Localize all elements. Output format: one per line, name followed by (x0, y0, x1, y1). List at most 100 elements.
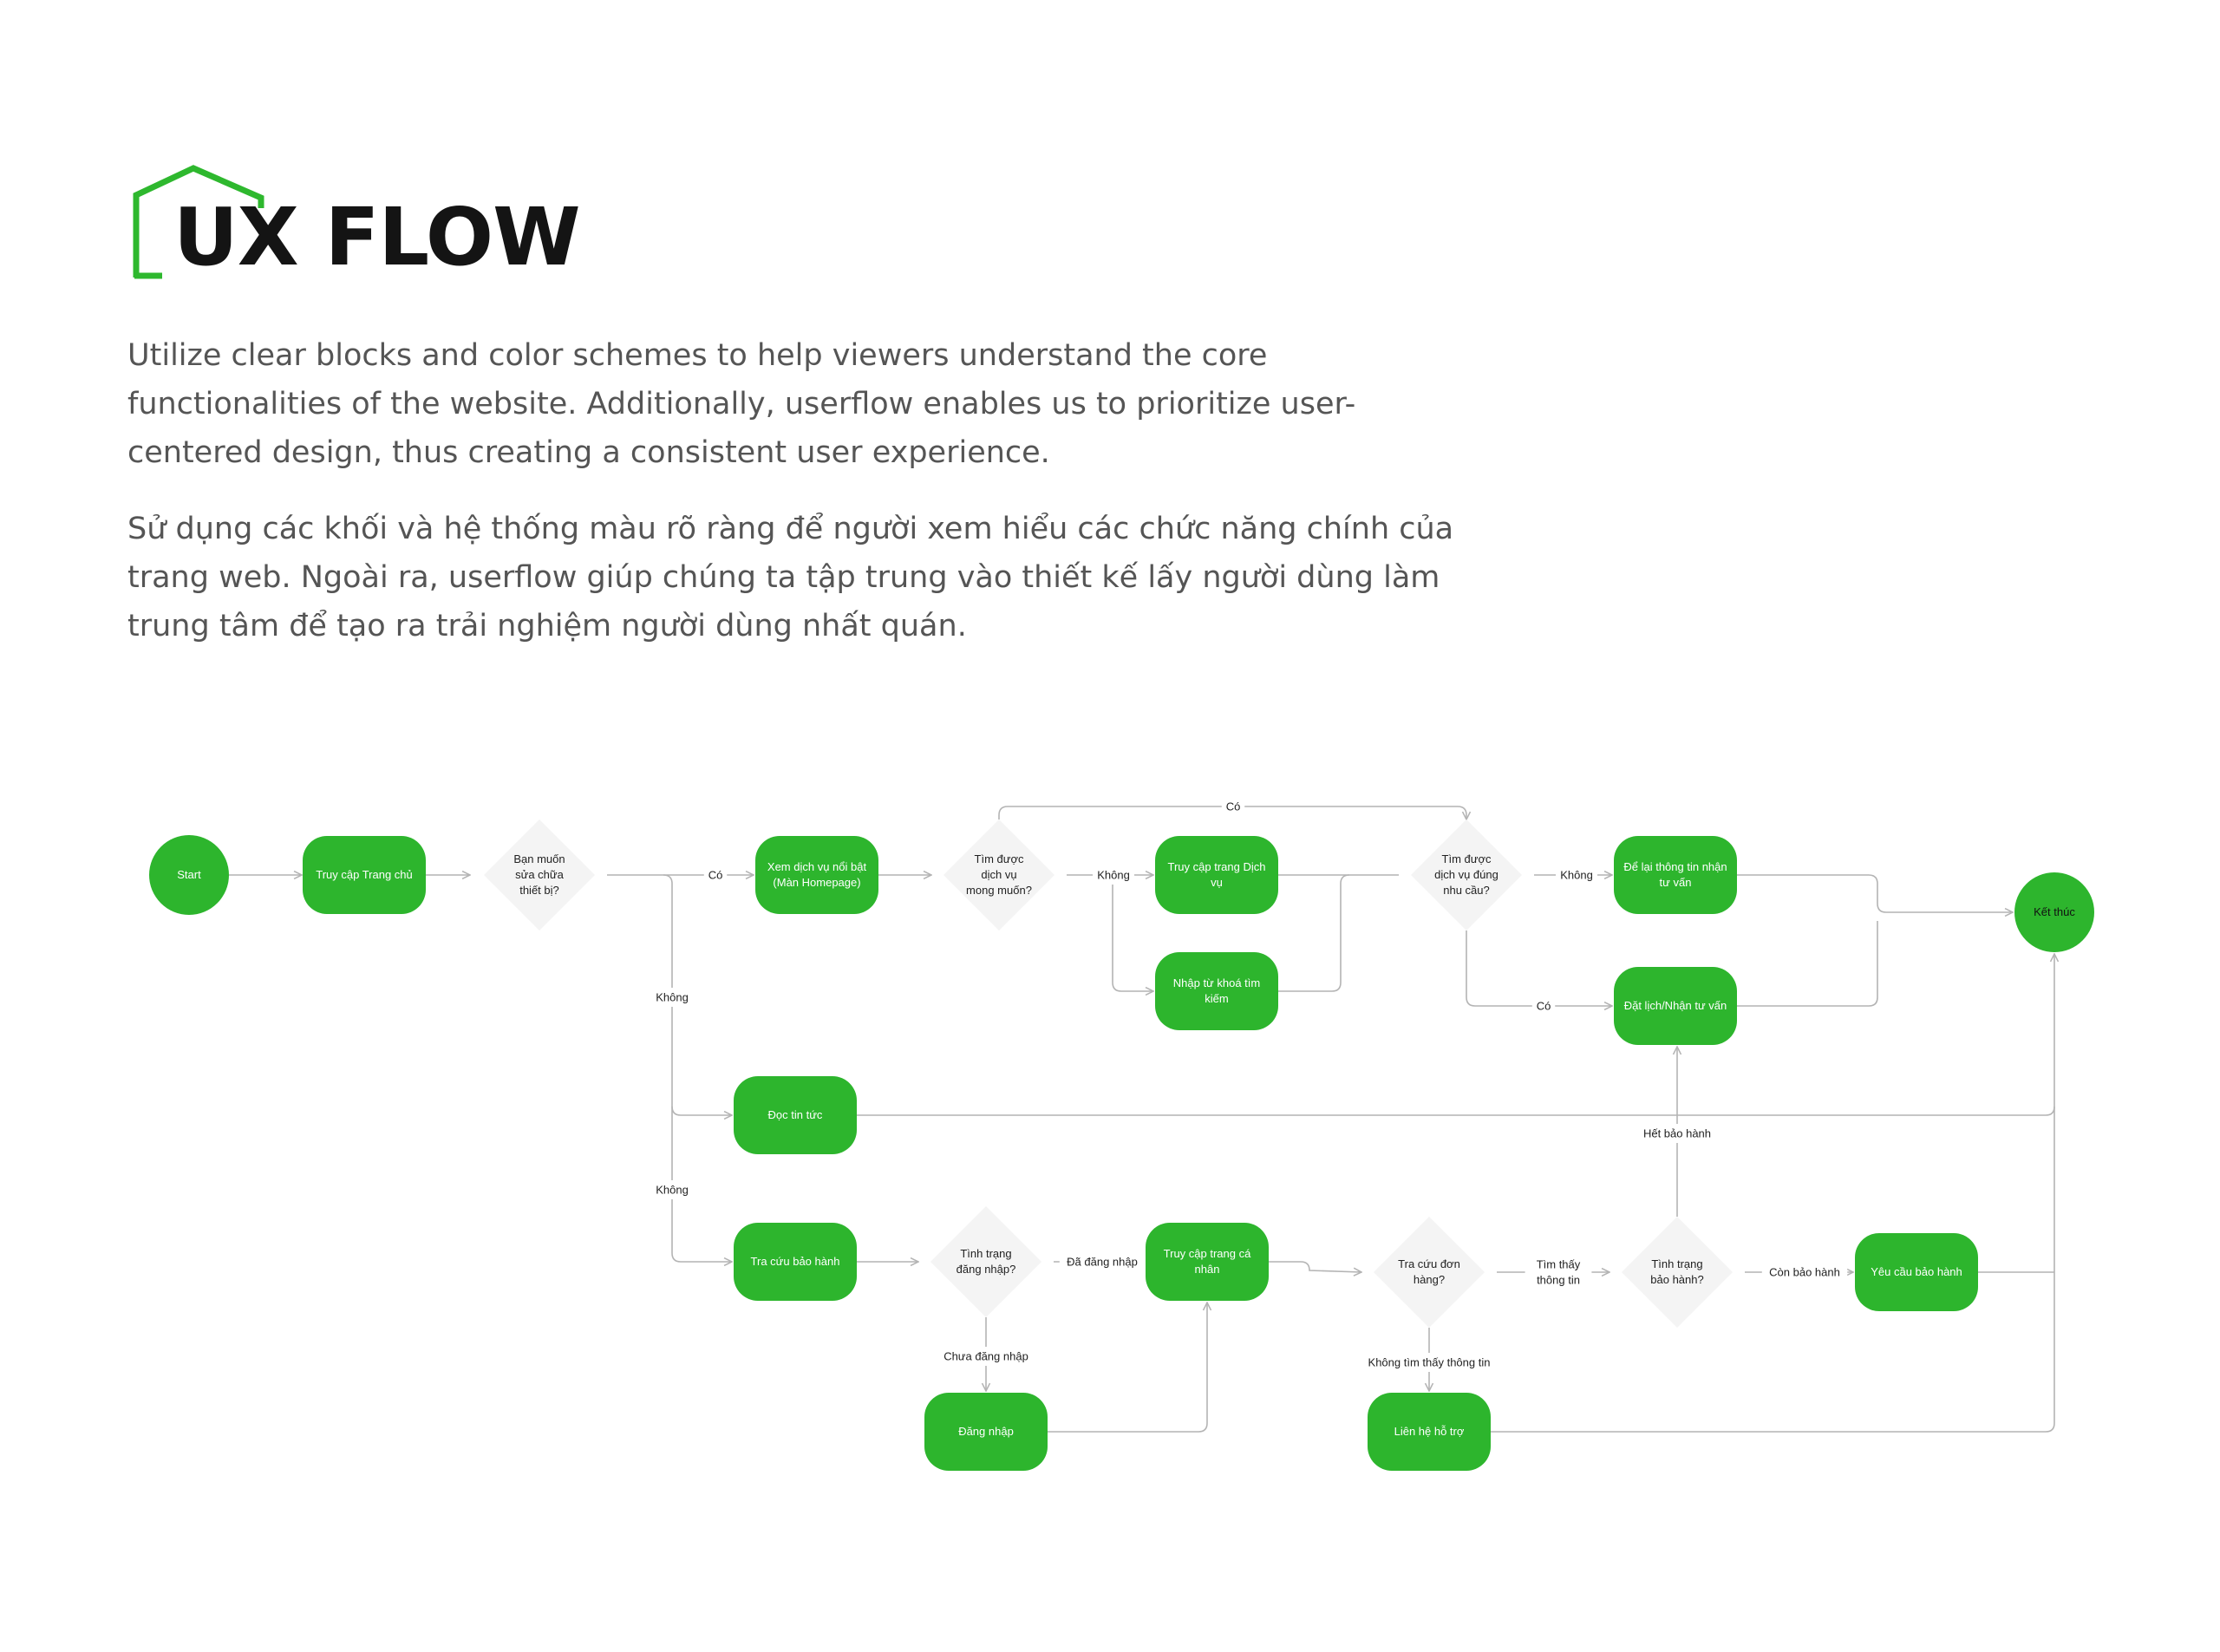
node-label-end: Kết thúc (2034, 905, 2075, 918)
node-label-home: Truy cập Trang chủ (316, 868, 413, 881)
edge-leave-end (1737, 874, 2013, 912)
flow-node-news: Đọc tin tức (734, 1076, 857, 1154)
node-label-q-repair: thiết bị? (519, 884, 559, 897)
node-label-book: Đặt lịch/Nhận tư vấn (1624, 999, 1727, 1012)
svg-text:Không: Không (1097, 869, 1130, 882)
node-label-q-order: Tra cứu đơn (1398, 1257, 1460, 1270)
page-header: UX FLOW (126, 165, 581, 282)
node-label-service-page: vụ (1211, 876, 1223, 889)
flow-node-featured: Xem dịch vụ nổi bật (Màn Homepage) (755, 836, 878, 914)
svg-text:Có: Có (1537, 1000, 1551, 1013)
svg-text:Có: Có (708, 869, 723, 882)
flow-node-service-page: Truy cập trang Dịch vụ (1155, 836, 1278, 914)
node-label-leave-info: Để lại thông tin nhận (1623, 860, 1727, 873)
flow-node-start: Start (149, 835, 229, 915)
node-label-warranty-lookup: Tra cứu bảo hành (751, 1255, 840, 1268)
node-label-q-repair: Bạn muốn (513, 852, 565, 865)
node-label-q-found-need: nhu cầu? (1443, 884, 1490, 897)
node-label-q-found-service: dịch vụ (981, 868, 1016, 881)
intro-english: Utilize clear blocks and color schemes t… (127, 338, 1356, 470)
node-label-personal: nhân (1195, 1263, 1220, 1276)
node-label-contact: Liên hệ hỗ trợ (1394, 1425, 1465, 1438)
flow-nodes: Start Truy cập Trang chủ Bạn muốn sửa chữa t… (149, 819, 2094, 1471)
svg-text:Không: Không (656, 991, 689, 1004)
flow-node-q-repair: Bạn muốn sửa chữa thiết bị? (484, 819, 595, 930)
node-label-q-warranty: Tình trạng (1651, 1257, 1702, 1270)
node-label-request-warranty: Yêu cầu bảo hành (1871, 1265, 1962, 1278)
svg-text:Không: Không (1560, 869, 1593, 882)
flow-node-personal: Truy cập trang cá nhân (1146, 1223, 1269, 1301)
node-label-service-page: Truy cập trang Dịch (1168, 860, 1266, 873)
flow-node-q-login: Tình trạng đăng nhập? (930, 1206, 1041, 1317)
flow-node-q-order: Tra cứu đơn hàng? (1374, 1217, 1485, 1328)
flow-node-leave-info: Để lại thông tin nhận tư vấn (1614, 836, 1737, 914)
node-label-featured: (Màn Homepage) (773, 876, 860, 889)
flow-node-home: Truy cập Trang chủ (303, 836, 426, 914)
edge-label-in-warranty: Còn bảo hành (1761, 1263, 1848, 1282)
node-label-q-found-need: Tìm được (1442, 852, 1492, 865)
flow-node-contact: Liên hệ hỗ trợ (1368, 1393, 1491, 1471)
node-label-search: Nhập từ khoá tìm (1173, 976, 1260, 989)
edge-qrepair-down (663, 874, 732, 1262)
flow-node-q-found-service: Tìm được dịch vụ mong muốn? (944, 819, 1054, 930)
node-label-q-found-need: dịch vụ đúng (1434, 868, 1498, 881)
node-label-featured: Xem dịch vụ nổi bật (767, 860, 867, 873)
flow-node-login: Đăng nhập (924, 1393, 1048, 1471)
svg-text:Không: Không (656, 1184, 689, 1197)
edge-label-not-logged-in: Chưa đăng nhập (937, 1347, 1035, 1366)
svg-text:Có: Có (1226, 800, 1241, 813)
edge-login-personal (1048, 1303, 1207, 1433)
node-label-q-login: đăng nhập? (957, 1263, 1016, 1276)
node-label-q-order: hàng? (1414, 1273, 1445, 1286)
edge-label-co-book: Có (1531, 996, 1556, 1015)
flow-node-search: Nhập từ khoá tìm kiếm (1155, 952, 1278, 1030)
edge-label-not-found-info: Không tìm thấy thông tin (1348, 1353, 1510, 1372)
edge-label-out-warranty: Hết bảo hành (1634, 1124, 1720, 1143)
edge-personal-qorder (1269, 1261, 1361, 1272)
svg-text:Chưa đăng nhập: Chưa đăng nhập (944, 1350, 1028, 1363)
edge-label-khong-service: Không (1093, 865, 1134, 885)
edge-label-khong-warranty: Không (651, 1180, 693, 1199)
node-label-q-login: Tình trạng (960, 1247, 1011, 1260)
edge-qneed-book (1466, 930, 1612, 1006)
flow-node-request-warranty: Yêu cầu bảo hành (1855, 1233, 1978, 1311)
node-label-news: Đọc tin tức (768, 1108, 823, 1121)
svg-text:Đã đăng nhập: Đã đăng nhập (1067, 1256, 1138, 1269)
edge-search-merge (1278, 874, 1350, 992)
node-label-q-repair: sửa chữa (515, 868, 564, 881)
node-label-leave-info: tư vấn (1660, 876, 1692, 889)
page-title: UX FLOW (173, 191, 581, 284)
node-label-login: Đăng nhập (958, 1425, 1014, 1438)
node-label-q-found-service: mong muốn? (966, 884, 1032, 897)
svg-text:Không tìm thấy thông tin: Không tìm thấy thông tin (1368, 1356, 1491, 1369)
intro-vietnamese: Sử dụng các khối và hệ thống màu rõ ràng… (127, 512, 1454, 643)
flow-node-end: Kết thúc (2014, 872, 2094, 952)
svg-text:Còn bảo hành: Còn bảo hành (1769, 1266, 1840, 1279)
flow-node-q-found-need: Tìm được dịch vụ đúng nhu cầu? (1411, 819, 1522, 930)
edge-label-khong-news: Không (651, 988, 693, 1007)
node-label-personal: Truy cập trang cá (1164, 1247, 1251, 1260)
node-label-search: kiếm (1205, 992, 1228, 1005)
house-outline-icon (133, 165, 264, 279)
edge-label-khong-leave: Không (1556, 865, 1597, 885)
edge-label-logged-in: Đã đăng nhập (1059, 1252, 1146, 1271)
edge-contact-end (1491, 1107, 2055, 1433)
flow-edges (229, 806, 2055, 1433)
flow-node-book: Đặt lịch/Nhận tư vấn (1614, 967, 1737, 1045)
node-label-q-found-service: Tìm được (975, 852, 1024, 865)
edge-book-end (1737, 921, 1878, 1007)
node-label-q-warranty: bảo hành? (1650, 1273, 1703, 1286)
flow-node-warranty-lookup: Tra cứu bảo hành (734, 1223, 857, 1301)
flow-node-q-warranty: Tình trạng bảo hành? (1622, 1217, 1733, 1328)
edge-branch-search (1112, 875, 1153, 991)
edge-news-end (857, 954, 2054, 1116)
svg-text:Hết bảo hành: Hết bảo hành (1643, 1127, 1711, 1140)
edge-to-news (671, 1106, 732, 1115)
edge-label-co-top: Có (1221, 797, 1245, 816)
node-label-start: Start (177, 868, 201, 881)
edge-label-co-featured: Có (703, 865, 728, 885)
